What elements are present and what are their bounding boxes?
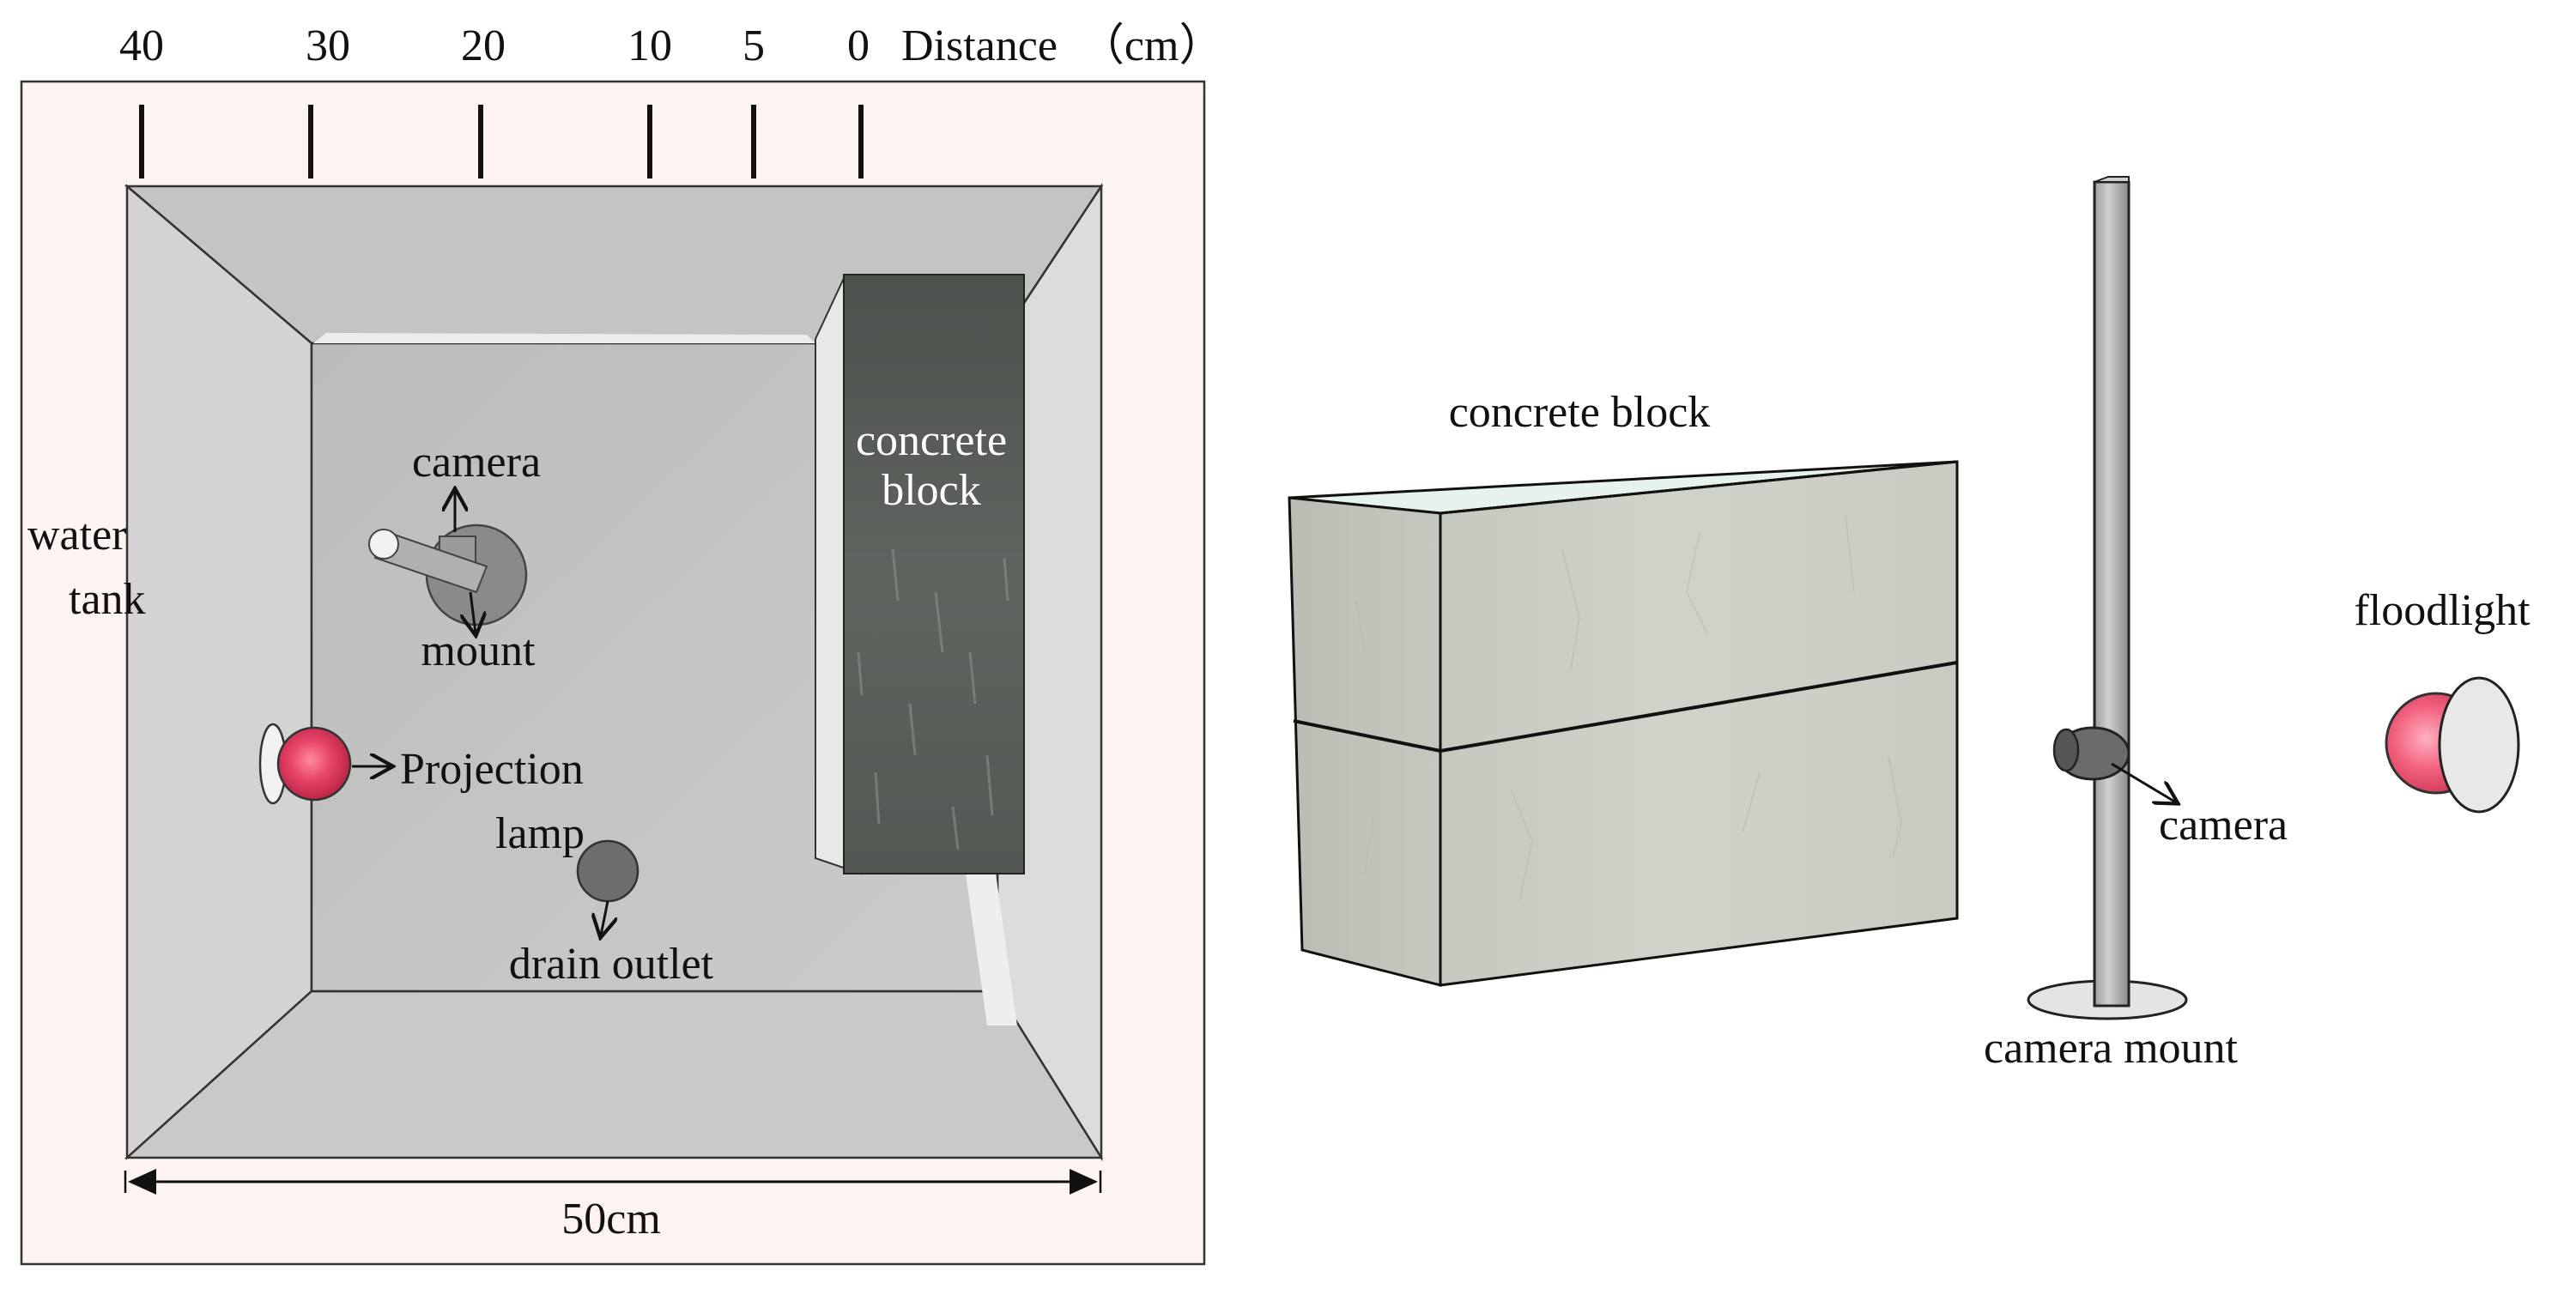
camera-lens-icon xyxy=(2052,728,2080,772)
water-tank-label: tank xyxy=(69,575,146,624)
tank-mount-label: mount xyxy=(421,626,536,675)
side-concrete-block xyxy=(1288,460,1959,987)
camera-mount-label: camera mount xyxy=(1984,1024,2239,1073)
projection-lamp-label: Projection xyxy=(400,745,584,794)
distance-axis: 40 30 20 10 5 0 Distance （cm） xyxy=(119,21,1223,70)
distance-tick-label: 30 xyxy=(306,21,350,70)
tank-concrete-label: block xyxy=(882,466,981,515)
floodlight-label: floodlight xyxy=(2354,586,2531,635)
width-label: 50cm xyxy=(561,1195,661,1244)
tank-concrete-label: concrete xyxy=(856,416,1007,465)
distance-axis-label: Distance （cm） xyxy=(901,21,1223,70)
side-camera-label: camera xyxy=(2159,801,2288,850)
width-dimension: 50cm xyxy=(124,1169,1102,1244)
tank-camera-label: camera xyxy=(412,438,541,487)
floodlight: floodlight xyxy=(2354,586,2531,814)
floodlight-reflector-icon xyxy=(2438,676,2520,814)
distance-tick-label: 0 xyxy=(847,21,870,70)
camera-pole-icon xyxy=(2093,180,2131,1008)
side-camera-mount: camera mount xyxy=(1984,176,2239,1073)
drain-outlet-label: drain outlet xyxy=(509,940,714,989)
side-camera: camera xyxy=(2052,726,2288,850)
drain-outlet: drain outlet xyxy=(509,839,714,989)
side-view: concrete block xyxy=(1288,176,2531,1073)
projection-lamp-label: lamp xyxy=(495,809,585,858)
tank-concrete-block: concrete block xyxy=(815,274,1025,875)
tank-top-view: 40 30 20 10 5 0 Distance （cm） xyxy=(20,21,1223,1266)
distance-tick-label: 10 xyxy=(627,21,672,70)
distance-tick-label: 5 xyxy=(742,21,765,70)
distance-ticks xyxy=(139,105,864,179)
side-concrete-label: concrete block xyxy=(1449,388,1711,437)
tank-camera-mount: camera mount xyxy=(368,438,541,675)
distance-tick-label: 20 xyxy=(461,21,506,70)
projection-lamp-icon xyxy=(276,726,352,802)
projection-lamp: Projection lamp xyxy=(258,723,585,858)
camera-lens-icon xyxy=(368,529,399,560)
drain-outlet-icon xyxy=(576,839,639,903)
distance-tick-label: 40 xyxy=(119,21,164,70)
water-tank-label: water xyxy=(27,511,126,560)
